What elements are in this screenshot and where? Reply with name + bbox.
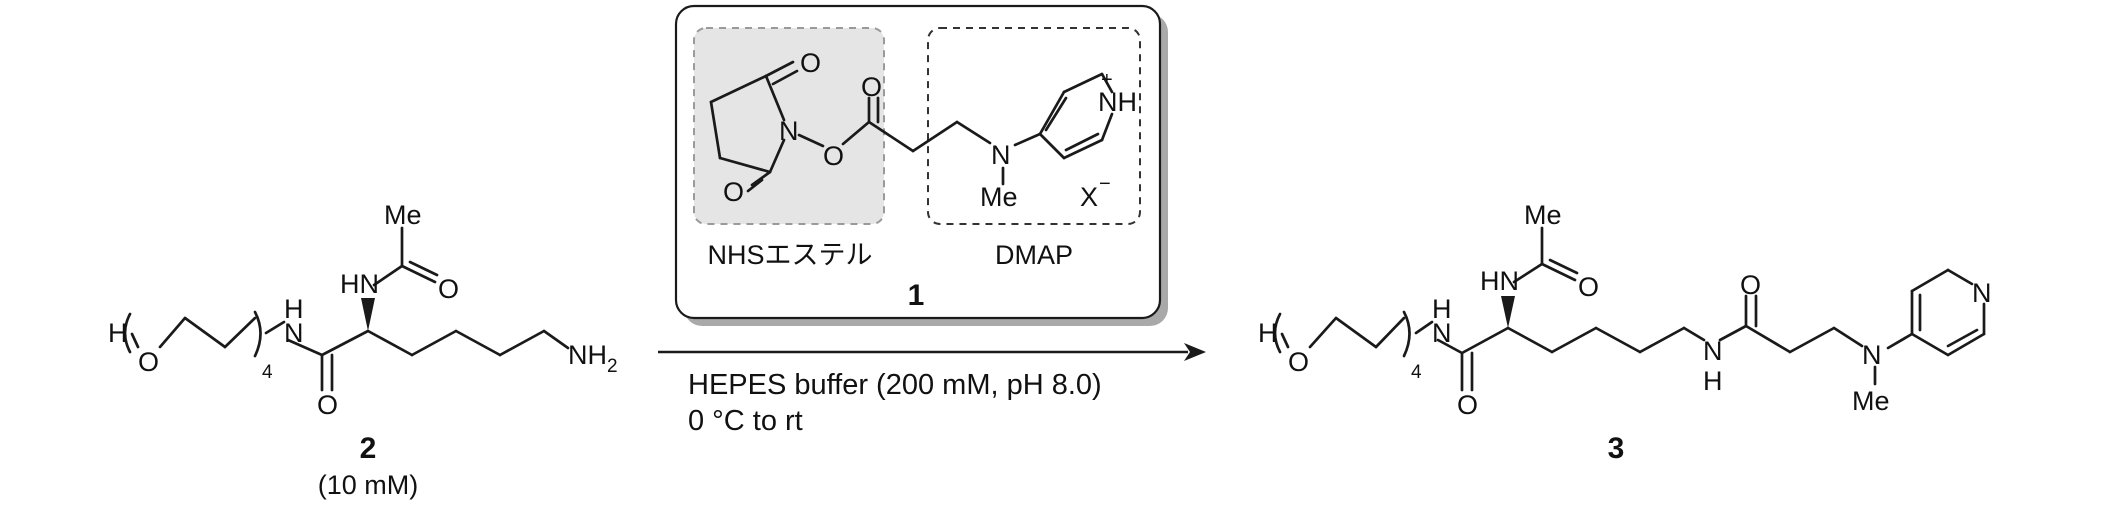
atom-o-amide: O — [1457, 390, 1478, 420]
atom-me: Me — [980, 182, 1018, 212]
atom-me: Me — [1524, 200, 1562, 230]
atom-nh2-subscript: 2 — [607, 356, 618, 377]
atom-me: Me — [384, 200, 422, 230]
atom-nh: NH — [568, 340, 607, 370]
reaction-arrow — [658, 343, 1206, 361]
atom-o: O — [138, 347, 159, 377]
compound-3-number: 3 — [1608, 432, 1625, 465]
repeat-count: 4 — [1411, 362, 1422, 383]
atom-o-link: O — [823, 141, 844, 171]
atom-n-amide: N — [1432, 318, 1452, 348]
atom-n-amine: N — [1862, 340, 1882, 370]
compound-3: H O 4 N H O Me HN O N H O N Me N 3 — [1258, 200, 1992, 465]
nhs-ester-label: NHSエステル — [707, 240, 872, 270]
atom-h-new: H — [1703, 366, 1723, 396]
atom-nh-ring: NH — [1098, 87, 1137, 117]
dmap-highlight — [927, 27, 1141, 225]
atom-h-amide: H — [1432, 294, 1452, 324]
concentration: (10 mM) — [318, 470, 419, 500]
atom-hn: HN — [340, 269, 379, 299]
charge-minus: − — [1099, 173, 1111, 195]
counterion-x: X — [1080, 182, 1098, 212]
atom-n-amide: N — [284, 318, 304, 348]
charge-plus: + — [1101, 69, 1113, 91]
atom-o-bottom: O — [723, 177, 744, 207]
atom-n-new: N — [1703, 336, 1723, 366]
atom-hn: HN — [1480, 266, 1519, 296]
compound-3-structure — [1273, 226, 1986, 392]
compound-1-number: 1 — [908, 279, 925, 312]
dmap-label: DMAP — [995, 240, 1073, 270]
atom-h: H — [108, 318, 128, 348]
atom-o-amide: O — [317, 390, 338, 420]
atom-o-ester: O — [861, 72, 882, 102]
nhs-ester-highlight — [693, 27, 885, 225]
atom-o: O — [1288, 347, 1309, 377]
repeat-count: 4 — [262, 362, 273, 383]
compound-2-number: 2 — [360, 432, 377, 465]
atom-n-pyridine: N — [1972, 278, 1992, 308]
condition-buffer: HEPES buffer (200 mM, pH 8.0) — [688, 369, 1102, 401]
reagent-box: O O N O O N Me NH + X − NHSエステル DMAP 1 — [674, 4, 1168, 326]
atom-nh2: NH2 — [568, 340, 618, 377]
atom-o-top: O — [800, 48, 821, 78]
atom-n-amine: N — [991, 140, 1011, 170]
compound-2-structure — [123, 226, 570, 392]
atom-o-acetyl: O — [438, 274, 459, 304]
compound-2: H O 4 N H O Me HN O NH2 2 (10 mM) — [108, 200, 618, 500]
compound-1-structure — [709, 60, 1114, 193]
atom-me2: Me — [1852, 386, 1890, 416]
atom-h: H — [1258, 318, 1278, 348]
condition-temperature: 0 °C to rt — [688, 405, 803, 437]
atom-h-amide: H — [284, 294, 304, 324]
atom-n-ring: N — [779, 116, 799, 146]
atom-o-acetyl: O — [1578, 272, 1599, 302]
atom-o-new: O — [1740, 270, 1761, 300]
